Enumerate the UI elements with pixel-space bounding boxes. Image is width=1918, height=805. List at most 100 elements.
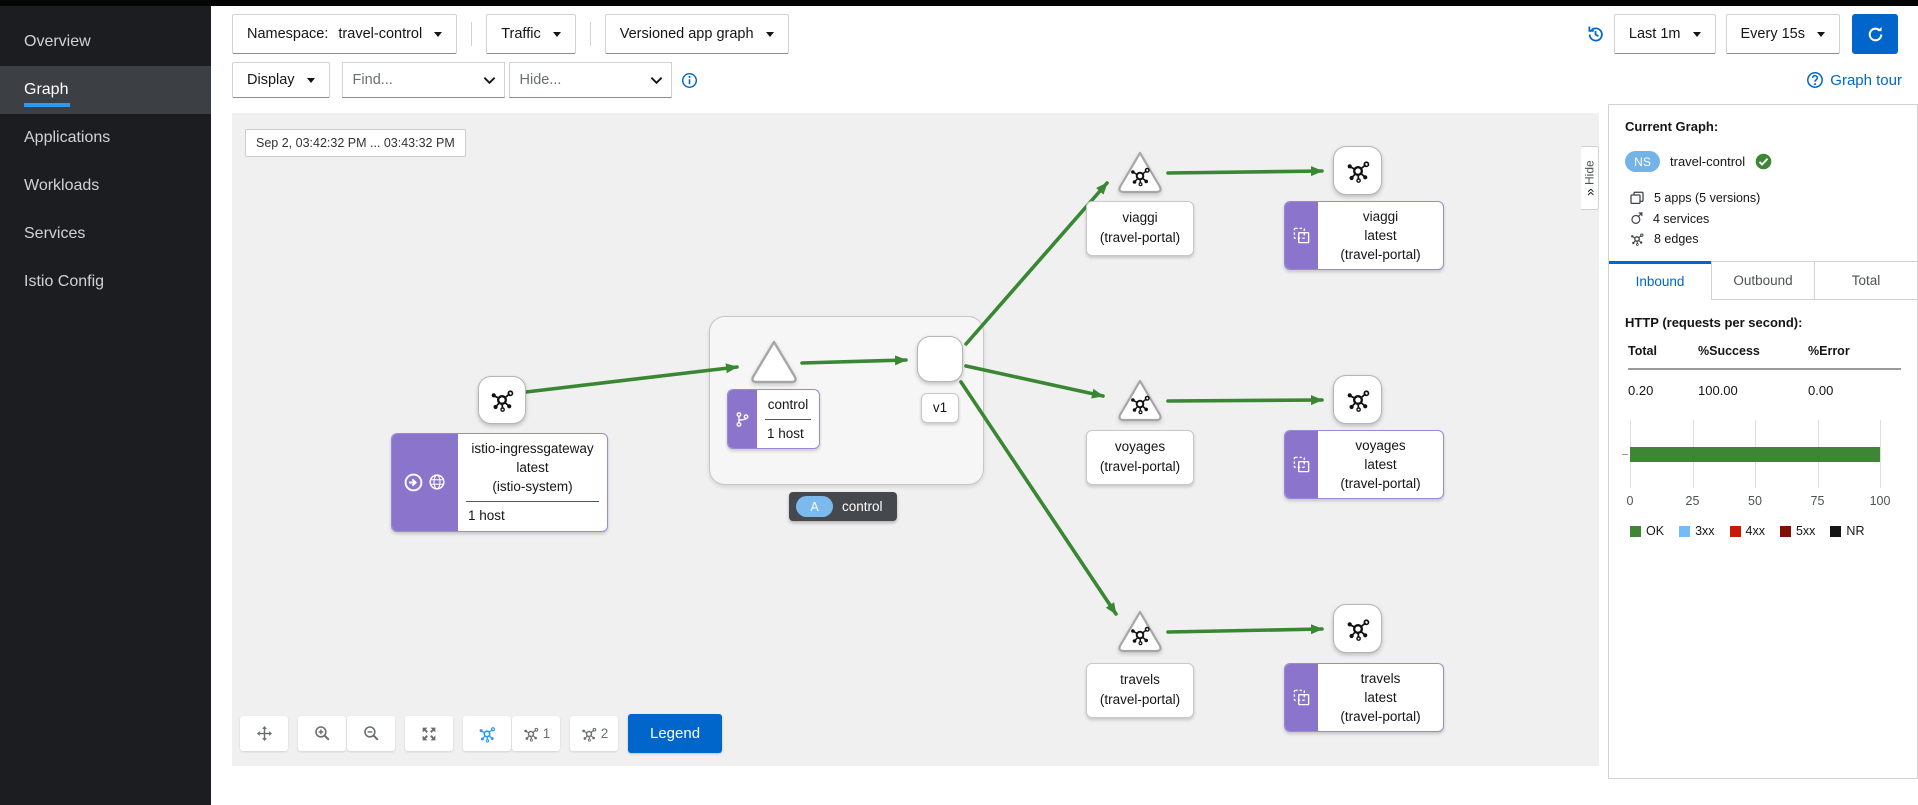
fit-to-screen-button[interactable] — [405, 716, 453, 751]
node-control-v1[interactable] — [917, 336, 963, 382]
label-voyages-service[interactable]: voyages (travel-portal) — [1086, 430, 1194, 485]
layout-1-button[interactable]: 1 — [512, 716, 560, 751]
refresh-button[interactable] — [1852, 14, 1898, 54]
graph-canvas[interactable]: Sep 2, 03:42:32 PM ... 03:43:32 PM — [232, 113, 1599, 766]
layout-1-label: 1 — [542, 726, 551, 741]
find-input[interactable] — [342, 72, 483, 88]
app-shell: Overview Graph Applications Workloads Se… — [0, 6, 1918, 805]
namespace-name: travel-control — [1670, 154, 1746, 169]
edge-control-v1[interactable] — [800, 355, 908, 366]
panel-collapse-tab[interactable]: » Hide — [1581, 146, 1599, 210]
label-istio-ingressgateway[interactable]: istio-ingressgateway latest (istio-syste… — [391, 433, 608, 532]
chevron-down-icon[interactable] — [650, 76, 663, 85]
virtualservice-badge-strip — [728, 390, 757, 449]
node-travels-latest[interactable] — [1333, 604, 1382, 653]
edge-v1-voyages[interactable] — [964, 364, 1105, 399]
node-travels-service[interactable] — [1116, 608, 1164, 654]
node-control-service[interactable] — [748, 337, 800, 385]
layout-2-label: 2 — [600, 726, 609, 741]
node-viaggi-latest[interactable] — [1333, 146, 1382, 195]
node-label-line: viaggi — [1362, 209, 1399, 224]
graph-layout-icon — [477, 724, 497, 744]
edge-viaggi-latest[interactable] — [1166, 166, 1324, 177]
tab-outbound[interactable]: Outbound — [1712, 262, 1815, 300]
graph-bottom-toolbar: 1 2 Legend — [240, 714, 723, 753]
label-viaggi-latest[interactable]: viaggi latest (travel-portal) — [1284, 201, 1444, 271]
layout-2-button[interactable]: 2 — [570, 716, 618, 751]
sidebar-item-services[interactable]: Services — [0, 210, 211, 258]
refresh-interval-dropdown[interactable]: Every 15s — [1725, 14, 1840, 54]
edge-v1-viaggi[interactable] — [964, 181, 1109, 346]
sidebar-item-label: Services — [24, 225, 86, 242]
chevron-down-icon — [1817, 31, 1825, 37]
tab-total[interactable]: Total — [1815, 262, 1917, 300]
edge-ingress-control[interactable] — [524, 363, 739, 394]
gridline — [1880, 420, 1881, 488]
sidebar-item-applications[interactable]: Applications — [0, 114, 211, 162]
sidebar-item-overview[interactable]: Overview — [0, 18, 211, 66]
x-tick-label: 50 — [1748, 494, 1762, 508]
hide-input[interactable] — [509, 72, 650, 88]
namespace-row[interactable]: NS travel-control — [1625, 151, 1901, 172]
stat-edges: 8 edges — [1629, 231, 1901, 247]
app-mesh-icon — [1344, 157, 1372, 185]
node-voyages-latest[interactable] — [1333, 375, 1382, 424]
edge-v1-travels[interactable] — [959, 380, 1118, 616]
git-branch-icon — [734, 411, 751, 428]
display-dropdown[interactable]: Display — [232, 62, 330, 98]
node-istio-ingressgateway[interactable] — [478, 376, 526, 424]
graph-tour-label: Graph tour — [1830, 71, 1902, 89]
panel-title: Current Graph: — [1625, 119, 1719, 134]
legend-swatch — [1779, 525, 1791, 537]
node-label-line: (travel-portal) — [1099, 692, 1181, 708]
zoom-out-icon — [362, 724, 381, 743]
zoom-in-button[interactable] — [298, 716, 346, 751]
history-icon[interactable] — [1585, 24, 1606, 45]
sidebar-item-istio-config[interactable]: Istio Config — [0, 258, 211, 306]
legend-button[interactable]: Legend — [628, 714, 723, 753]
edge-travels-latest[interactable] — [1166, 624, 1324, 635]
stat-services: 4 services — [1629, 211, 1901, 226]
time-range-dropdown[interactable]: Last 1m — [1613, 14, 1716, 54]
label-voyages-latest[interactable]: voyages latest (travel-portal) — [1284, 430, 1444, 500]
zoom-out-button[interactable] — [347, 716, 395, 751]
x-tick-label: 25 — [1685, 494, 1700, 508]
sidebar-item-graph[interactable]: Graph — [0, 66, 211, 114]
layout-default-button[interactable] — [463, 716, 511, 751]
chevron-down-icon — [1692, 31, 1701, 37]
sidebar-item-workloads[interactable]: Workloads — [0, 162, 211, 210]
chevron-down-icon[interactable] — [483, 76, 496, 85]
edge-voyages-latest[interactable] — [1166, 395, 1324, 406]
label-viaggi-service[interactable]: viaggi (travel-portal) — [1086, 201, 1194, 256]
tab-inbound[interactable]: Inbound — [1609, 261, 1712, 300]
node-label-line: latest — [1364, 228, 1397, 244]
graph-tour-link[interactable]: Graph tour — [1806, 71, 1902, 89]
traffic-dropdown[interactable]: Traffic — [486, 14, 576, 54]
sidebar-item-label: Overview — [24, 33, 91, 50]
namespace-dropdown[interactable]: Namespace: travel-control — [232, 14, 458, 54]
graph-type-dropdown[interactable]: Versioned app graph — [604, 14, 789, 54]
pan-button[interactable] — [240, 716, 288, 751]
label-travels-service[interactable]: travels (travel-portal) — [1086, 663, 1194, 718]
label-v1[interactable]: v1 — [921, 393, 959, 424]
table-header: %Error — [1808, 344, 1850, 358]
node-voyages-service[interactable] — [1116, 377, 1164, 423]
label-travels-latest[interactable]: travels latest (travel-portal) — [1284, 663, 1444, 733]
label-control[interactable]: control 1 host — [727, 389, 820, 450]
app-mesh-icon — [1344, 386, 1372, 414]
sidebar-item-label: Workloads — [24, 177, 100, 194]
node-label-line: viaggi — [1122, 210, 1158, 225]
graph-layout-icon — [580, 725, 598, 743]
sidebar-item-label: Graph — [24, 81, 69, 98]
app-badge-control[interactable]: A control — [789, 492, 897, 521]
node-viaggi-service[interactable] — [1116, 149, 1164, 195]
table-cell-error: 0.00 — [1808, 383, 1834, 398]
applications-icon — [1629, 190, 1645, 206]
find-hide-help-icon[interactable] — [681, 72, 698, 89]
legend-swatch — [1679, 525, 1691, 537]
chevron-down-icon — [434, 31, 443, 37]
gateway-globe-icon — [427, 472, 447, 492]
workload-badge-strip — [1285, 202, 1318, 270]
zoom-in-icon — [313, 724, 332, 743]
namespace-value: travel-control — [338, 26, 423, 42]
